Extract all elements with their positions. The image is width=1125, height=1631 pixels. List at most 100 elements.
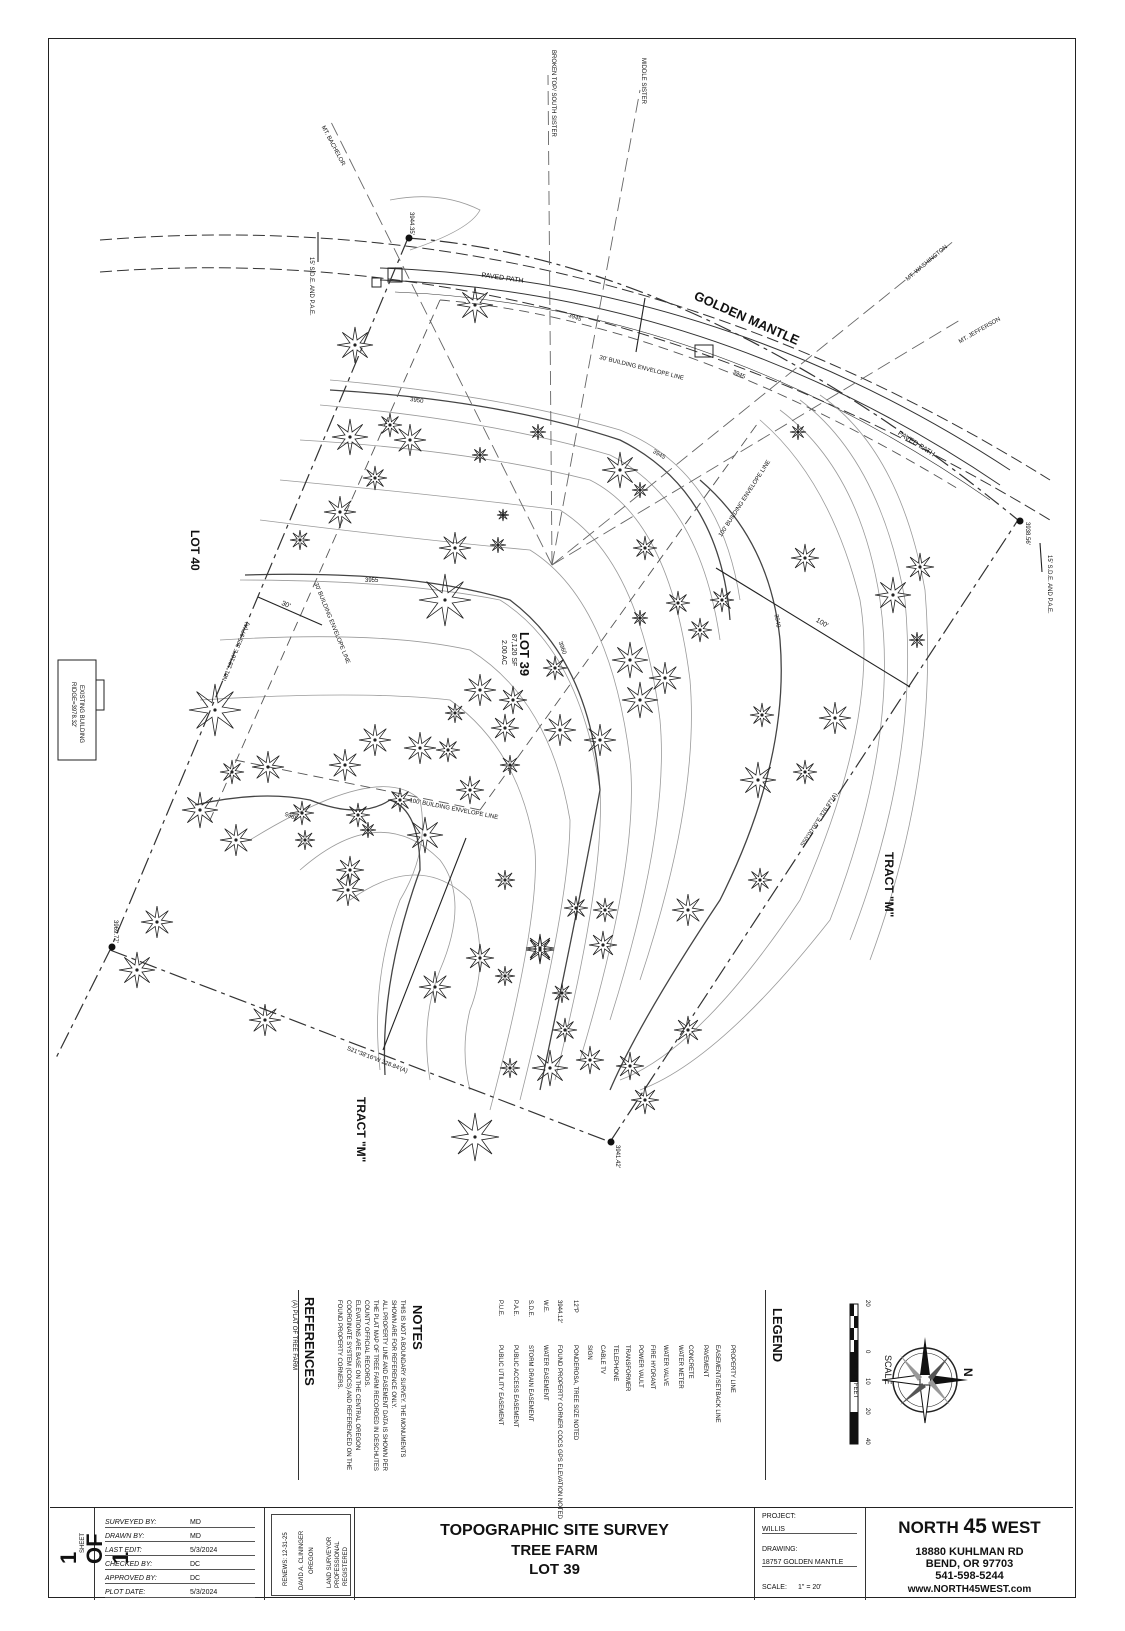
ponderosa-tree-icon — [874, 576, 912, 614]
scale-label-tb: SCALE: — [762, 1584, 787, 1591]
property-corners — [108, 234, 1024, 1146]
ponderosa-tree-icon — [377, 412, 403, 438]
scale-tick-0: 0 — [864, 1350, 870, 1354]
scale-value-tb: 1" = 20' — [798, 1584, 822, 1591]
ponderosa-tree-icon — [542, 655, 568, 681]
note-line: ALL PROPERTY LINE AND EASEMENT DATA IS S… — [381, 1300, 387, 1471]
ponderosa-tree-icon — [118, 951, 156, 989]
building-envelope — [209, 299, 961, 821]
stamp-line3: LAND SURVEYOR — [327, 1536, 333, 1588]
title-line3: LOT 39 — [529, 1561, 580, 1578]
last-edit-row: LAST EDIT:5/3/2024 — [105, 1540, 255, 1556]
ponderosa-tree-icon — [648, 661, 682, 695]
note-line: COORDINATE SYSTEM (COCS) AND REFERENCED … — [345, 1300, 351, 1471]
ponderosa-tree-icon — [494, 869, 516, 891]
ponderosa-tree-icon — [140, 905, 174, 939]
checked-by-row: CHECKED BY: DC — [105, 1554, 255, 1570]
legend-abbrev: S.D.E. — [527, 1300, 533, 1318]
ponderosa-tree-icon — [621, 681, 659, 719]
ponderosa-tree-icon — [790, 543, 820, 573]
legend-item: FOUND PROPERTY CORNER COCS GPS ELEVATION… — [556, 1345, 562, 1519]
property-lines — [54, 237, 1019, 1143]
ponderosa-tree-icon — [588, 930, 618, 960]
ponderosa-tree-icon — [592, 897, 618, 923]
existing-building-label: EXISTING BUILDING — [78, 685, 84, 744]
company-name-a: NORTH — [898, 1518, 959, 1537]
ponderosa-tree-icon — [328, 748, 362, 782]
ponderosa-tree-icon — [406, 816, 444, 854]
ponderosa-tree-icon — [463, 673, 497, 707]
contour-lines — [199, 196, 928, 1111]
ponderosa-tree-icon — [709, 587, 735, 613]
project-label: PROJECT: — [762, 1513, 796, 1520]
scale-tick-20a: 20 — [864, 1300, 870, 1307]
tree-symbols — [118, 286, 935, 1162]
legend-sample: 12"P — [572, 1300, 578, 1313]
legend-item: CABLE TV — [599, 1345, 605, 1374]
north-label: N — [961, 1368, 975, 1377]
ponderosa-tree-icon — [336, 326, 374, 364]
ponderosa-tree-icon — [418, 970, 452, 1004]
last-edit-value: 5/3/2024 — [190, 1547, 218, 1554]
ponderosa-tree-icon — [335, 855, 365, 885]
ponderosa-tree-icon — [456, 286, 494, 324]
stamp-state: OREGON — [309, 1547, 315, 1574]
scale-tick-10: 10 — [864, 1378, 870, 1385]
company-phone: 541-598-5244 — [935, 1570, 1004, 1582]
dimension-lines — [257, 232, 1043, 1051]
drawing-sheet — [48, 38, 1076, 1598]
company-website[interactable]: www.NORTH45WEST.com — [907, 1584, 1032, 1595]
ponderosa-tree-icon — [471, 446, 489, 464]
legend-item: SIGN — [586, 1345, 592, 1360]
ponderosa-tree-icon — [403, 731, 437, 765]
drawn-by-label: DRAWN BY: — [105, 1533, 145, 1540]
plot-date-value: 5/3/2024 — [190, 1589, 218, 1596]
ponderosa-tree-icon — [251, 750, 285, 784]
tract-m-east-label: TRACT "M" — [882, 852, 896, 918]
lot39-area-sf: 87,120 SF — [510, 634, 517, 667]
stamp-name: DAVID A. CLININGER — [299, 1530, 305, 1590]
legend-item: STORM DRAIN EASEMENT — [527, 1345, 533, 1422]
ponderosa-tree-icon — [181, 791, 219, 829]
ponderosa-tree-icon — [494, 965, 516, 987]
ponderosa-tree-icon — [905, 552, 935, 582]
stamp-renew: RENEWS: 12-31-25 — [283, 1532, 289, 1586]
stamp-border — [271, 1514, 351, 1596]
ponderosa-tree-icon — [908, 631, 926, 649]
ponderosa-tree-icon — [529, 423, 547, 441]
reference-a: (A) PLAT OF TREE FARM — [291, 1300, 297, 1371]
ponderosa-tree-icon — [499, 754, 521, 776]
ponderosa-tree-icon — [438, 531, 472, 565]
legend-item: TRANSFORMER — [624, 1345, 630, 1392]
site-plan — [54, 74, 1051, 1162]
corner-se-elev: 3941.42' — [614, 1145, 620, 1168]
ponderosa-tree-icon — [465, 943, 495, 973]
drawn-by-row: DRAWN BY:MD — [105, 1526, 255, 1542]
note-line: FOUND PROPERTY CORNERS. — [336, 1300, 342, 1390]
note-line: SHOWN ARE FOR REFERENCE ONLY. — [390, 1300, 396, 1409]
drawing-label: DRAWING: — [762, 1546, 798, 1553]
surveyor-stamp: REGISTERED PROFESSIONAL LAND SURVEYOR OR… — [265, 1508, 355, 1600]
scale-bar — [849, 1303, 859, 1445]
checked-by-value: DC — [190, 1561, 201, 1568]
approved-by-value: DC — [190, 1575, 201, 1582]
ponderosa-tree-icon — [387, 787, 413, 813]
checked-by-label: CHECKED BY: — [105, 1561, 153, 1568]
note-line: COUNTY OFFICIAL RECORDS. — [363, 1300, 369, 1388]
ponderosa-tree-icon — [818, 701, 852, 735]
tract-m-south-label: TRACT "M" — [354, 1097, 368, 1163]
ponderosa-tree-icon — [543, 713, 577, 747]
legend-item: WATER EASEMENT — [542, 1345, 548, 1401]
ponderosa-tree-icon — [687, 617, 713, 643]
legend-item: EASEMENT/SETBACK LINE — [714, 1345, 720, 1423]
ponderosa-tree-icon — [615, 1051, 645, 1081]
address-line2: BEND, OR 97703 — [925, 1558, 1014, 1570]
note-line: THE PLAT MAP OF TREE FARM RECORDED IN DE… — [372, 1300, 378, 1471]
corner-sw-elev: 3969.77' — [112, 920, 118, 943]
ponderosa-tree-icon — [358, 723, 392, 757]
stamp-line1: REGISTERED — [343, 1546, 349, 1586]
ponderosa-tree-icon — [496, 508, 510, 522]
ponderosa-tree-icon — [792, 759, 818, 785]
sheet-number-cell: 1 OF 1 SHEET — [50, 1508, 133, 1600]
notes-title: NOTES — [410, 1305, 425, 1350]
